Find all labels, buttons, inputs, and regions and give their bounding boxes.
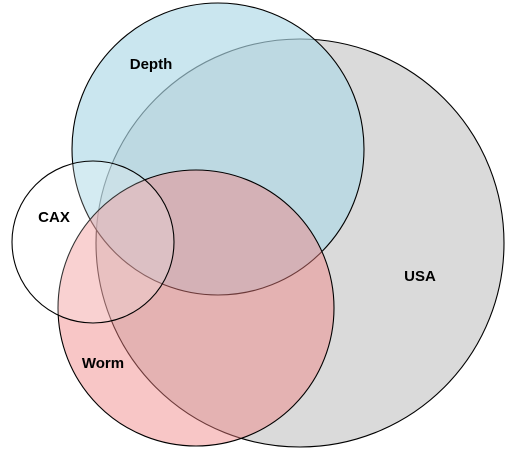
set-worm-label: Worm bbox=[82, 355, 124, 372]
set-cax-circle bbox=[11, 160, 175, 324]
set-depth-circle bbox=[71, 2, 365, 296]
set-usa-label: USA bbox=[404, 268, 436, 285]
set-depth-label: Depth bbox=[130, 56, 173, 73]
set-cax-label: CAX bbox=[38, 209, 70, 226]
set-worm-circle bbox=[57, 169, 335, 447]
